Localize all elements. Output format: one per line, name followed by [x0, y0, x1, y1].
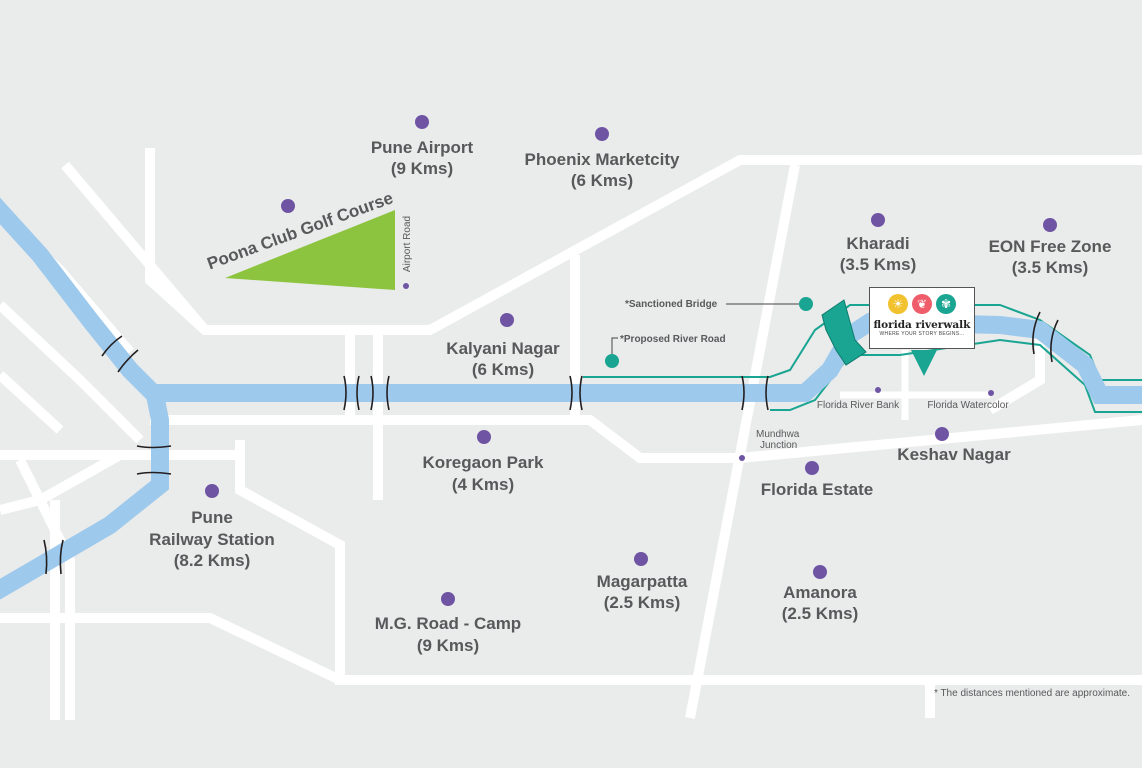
koregaon-label: Koregaon Park: [423, 453, 544, 472]
road-network: [0, 148, 1142, 720]
dot-railway: [205, 484, 219, 498]
dot-airport-road: [403, 283, 409, 289]
florida-watercolor-label: Florida Watercolor: [927, 400, 1009, 411]
railway-distance: (8.2 Kms): [174, 551, 251, 570]
proposed-river-road-label: *Proposed River Road: [620, 334, 726, 345]
dot-golf: [281, 199, 295, 213]
mgroad-label: M.G. Road - Camp: [375, 614, 521, 633]
kharadi-distance: (3.5 Kms): [840, 255, 917, 274]
distance-footnote: * The distances mentioned are approximat…: [934, 688, 1130, 699]
dot-eon: [1043, 218, 1057, 232]
koregaon-distance: (4 Kms): [452, 475, 514, 494]
leaf-icon: ❦: [912, 294, 932, 314]
proposed-river-road-marker: [605, 354, 619, 368]
location-dots: [205, 115, 1057, 606]
sanctioned-bridge-label: *Sanctioned Bridge: [625, 299, 718, 310]
phoenix-distance: (6 Kms): [571, 171, 633, 190]
dot-kalyani: [500, 313, 514, 327]
magarpatta-label: Magarpatta: [597, 572, 688, 591]
logo-tagline: WHERE YOUR STORY BEGINS...: [879, 331, 965, 337]
florida-riverwalk-logo: ☀❦✾ florida riverwalk WHERE YOUR STORY B…: [869, 287, 975, 349]
sanctioned-bridge-marker: [799, 297, 813, 311]
eon-label: EON Free Zone: [989, 237, 1112, 256]
dot-keshav: [935, 427, 949, 441]
logo-pointer: [911, 350, 937, 376]
dot-mundhwa: [739, 455, 745, 461]
kharadi-label: Kharadi: [846, 234, 909, 253]
dot-amanora: [813, 565, 827, 579]
eon-distance: (3.5 Kms): [1012, 258, 1089, 277]
dot-kharadi: [871, 213, 885, 227]
mundhwa-label-line2: Junction: [760, 440, 797, 451]
kalyani-distance: (6 Kms): [472, 360, 534, 379]
logo-name: florida riverwalk: [873, 319, 971, 331]
amanora-label: Amanora: [783, 583, 857, 602]
golf-course-area: [225, 210, 395, 290]
tree-icon: ✾: [936, 294, 956, 314]
amanora-distance: (2.5 Kms): [782, 604, 859, 623]
florida-river-bank-label: Florida River Bank: [817, 400, 900, 411]
dot-pune-airport: [415, 115, 429, 129]
dot-phoenix: [595, 127, 609, 141]
kalyani-label: Kalyani Nagar: [446, 339, 560, 358]
mgroad-distance: (9 Kms): [417, 636, 479, 655]
railway-label-line2: Railway Station: [149, 530, 275, 549]
magarpatta-distance: (2.5 Kms): [604, 593, 681, 612]
pune-airport-distance: (9 Kms): [391, 159, 453, 178]
proposed-river-road-leader: [611, 337, 618, 354]
sun-icon: ☀: [888, 294, 908, 314]
dot-koregaon: [477, 430, 491, 444]
florida-estate-label: Florida Estate: [761, 480, 873, 499]
sanctioned-bridge-arrow: [821, 299, 867, 366]
dot-florida-watercolor: [988, 390, 994, 396]
dot-florida-estate: [805, 461, 819, 475]
phoenix-label: Phoenix Marketcity: [525, 150, 680, 169]
dot-magarpatta: [634, 552, 648, 566]
dot-florida-river-bank: [875, 387, 881, 393]
mundhwa-label-line1: Mundhwa: [756, 429, 800, 440]
dot-mgroad: [441, 592, 455, 606]
pune-airport-label: Pune Airport: [371, 138, 474, 157]
railway-label-line1: Pune: [191, 508, 233, 527]
bridges: [43, 311, 1059, 575]
keshav-label: Keshav Nagar: [897, 445, 1011, 464]
logo-icons: ☀❦✾: [870, 294, 974, 316]
airport-road-label: Airport Road: [402, 216, 413, 272]
